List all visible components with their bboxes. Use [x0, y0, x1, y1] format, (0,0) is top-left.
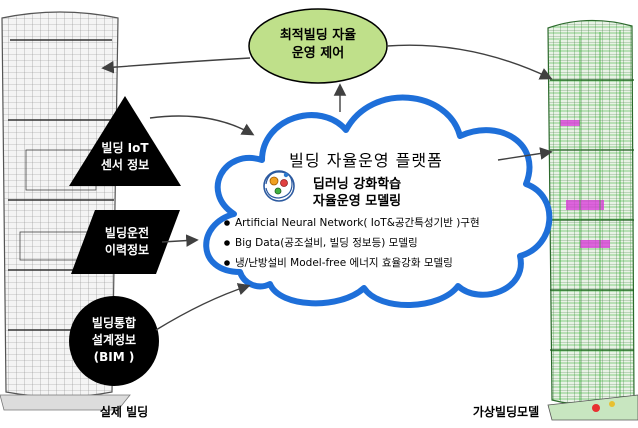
iot-sensor-triangle [69, 96, 181, 186]
arrow-history-to-cloud [161, 234, 199, 247]
arrow-control-to-real-building [101, 57, 251, 74]
bim-line1: 빌딩통합 [91, 316, 137, 330]
bullet-dot-1 [224, 220, 230, 226]
iot-sensor-label: 빌딩 IoT 센서 정보 [85, 140, 165, 174]
optimal-control-line2: 운영 제어 [291, 46, 345, 61]
bullet-markers [224, 220, 230, 266]
history-line1: 빌딩운전 [104, 226, 150, 240]
bim-line2: 설계정보 [91, 333, 137, 347]
history-line2: 이력정보 [104, 243, 150, 257]
optimal-control-label: 최적빌딩 자율 운영 제어 [258, 27, 378, 63]
real-building-caption: 실제 빌딩 [99, 405, 149, 419]
virtual-building-image [547, 19, 638, 421]
bullet-item-2: Big Data(공조설비, 빌딩 정보등) 모델링 [235, 237, 418, 249]
iot-sensor-line1: 빌딩 IoT [101, 141, 149, 155]
real-building-image [0, 11, 131, 411]
bullet-dot-3 [224, 260, 230, 266]
platform-subtitle: 딥러닝 강화학습 자율운영 모델링 [296, 176, 418, 210]
platform-title: 빌딩 자율운영 플랫폼 [289, 151, 443, 170]
history-label: 빌딩운전 이력정보 [85, 225, 169, 259]
brain-gears-icon [263, 170, 295, 202]
bim-label: 빌딩통합 설계정보 (BIM ) [74, 315, 154, 366]
platform-subtitle-line2: 자율운영 모델링 [312, 194, 402, 209]
history-parallelogram [71, 210, 180, 274]
arrow-control-to-virtual-building [386, 44, 553, 80]
bim-circle [69, 296, 159, 386]
virtual-building-caption: 가상빌딩모델 [472, 405, 540, 419]
optimal-control-line1: 최적빌딩 자율 [279, 28, 357, 43]
bullet-item-3: 냉/난방설비 Model-free 에너지 효율강화 모델링 [235, 257, 453, 269]
arrow-cloud-to-virtual-building [497, 147, 553, 161]
platform-subtitle-line1: 딥러닝 강화학습 [312, 177, 402, 192]
bim-line3: (BIM ) [93, 350, 135, 364]
arrow-bim-to-cloud [155, 283, 251, 331]
flow-arrows [101, 44, 553, 331]
platform-cloud [203, 94, 553, 308]
iot-sensor-line2: 센서 정보 [100, 158, 150, 172]
bullet-item-1: Artificial Neural Network( IoT&공간특성기반 )구… [235, 217, 480, 229]
bullet-dot-2 [224, 240, 230, 246]
arrow-iot-to-cloud [149, 115, 255, 136]
